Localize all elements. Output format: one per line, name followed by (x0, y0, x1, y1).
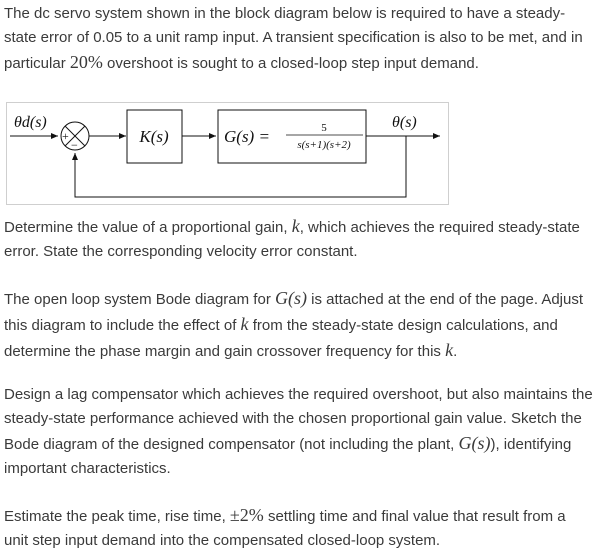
feedback-path (72, 136, 407, 198)
q1-math-k: k (291, 216, 300, 236)
sum-plus-sign: + (62, 129, 69, 143)
input-label: θd(s) (14, 114, 47, 131)
controller-label: K(s) (138, 127, 169, 146)
q2-math-k-second: k (445, 340, 454, 360)
sum-minus-sign: − (71, 138, 78, 152)
q3-math-gs: G(s) (458, 433, 491, 453)
q2-text-mid2: from the steady-state design calculation… (4, 317, 558, 360)
q4-text-pre: Estimate the peak time, rise time, (4, 508, 230, 525)
q3-text-post: ), identifying important characteristics… (4, 436, 572, 477)
block-diagram: θd(s) + − K(s) G(s) = 5 s(s+1)(s+2) θ(s) (6, 102, 449, 205)
q2-math-gs: G(s) (274, 288, 307, 308)
plant-numerator: 5 (321, 122, 327, 134)
q3-text-pre: Design a lag compensator which achieves … (4, 386, 593, 453)
q4-text-post: settling time and final value that resul… (4, 508, 566, 549)
q4-math-tolerance: ±2% (229, 505, 264, 525)
intro-math-overshoot: 20% (69, 52, 103, 72)
q1-text-post: , which achieves the required steady-sta… (4, 219, 580, 260)
plant-denominator: s(s+1)(s+2) (297, 139, 351, 151)
intro-text-pre: The dc servo system shown in the block d… (4, 5, 583, 72)
question-3-paragraph: Design a lag compensator which achieves … (4, 383, 593, 481)
q2-text-post: . (453, 343, 458, 360)
q2-text-mid: is attached at the end of the page. Adju… (4, 291, 584, 334)
question-1-paragraph: Determine the value of a proportional ga… (4, 214, 593, 264)
q2-text-pre: The open loop system Bode diagram for (4, 291, 275, 308)
diagram-frame (6, 102, 449, 205)
intro-paragraph: The dc servo system shown in the block d… (4, 2, 593, 76)
q1-text-pre: Determine the value of a proportional ga… (4, 219, 292, 236)
intro-text-post: overshoot is sought to a closed-loop ste… (102, 55, 479, 72)
question-4-paragraph: Estimate the peak time, rise time, ±2% s… (4, 503, 593, 553)
q2-math-k: k (240, 314, 249, 334)
plant-prefix-label: G(s) = (224, 127, 270, 146)
output-label: θ(s) (392, 114, 417, 131)
question-2-paragraph: The open loop system Bode diagram for G(… (4, 286, 593, 364)
